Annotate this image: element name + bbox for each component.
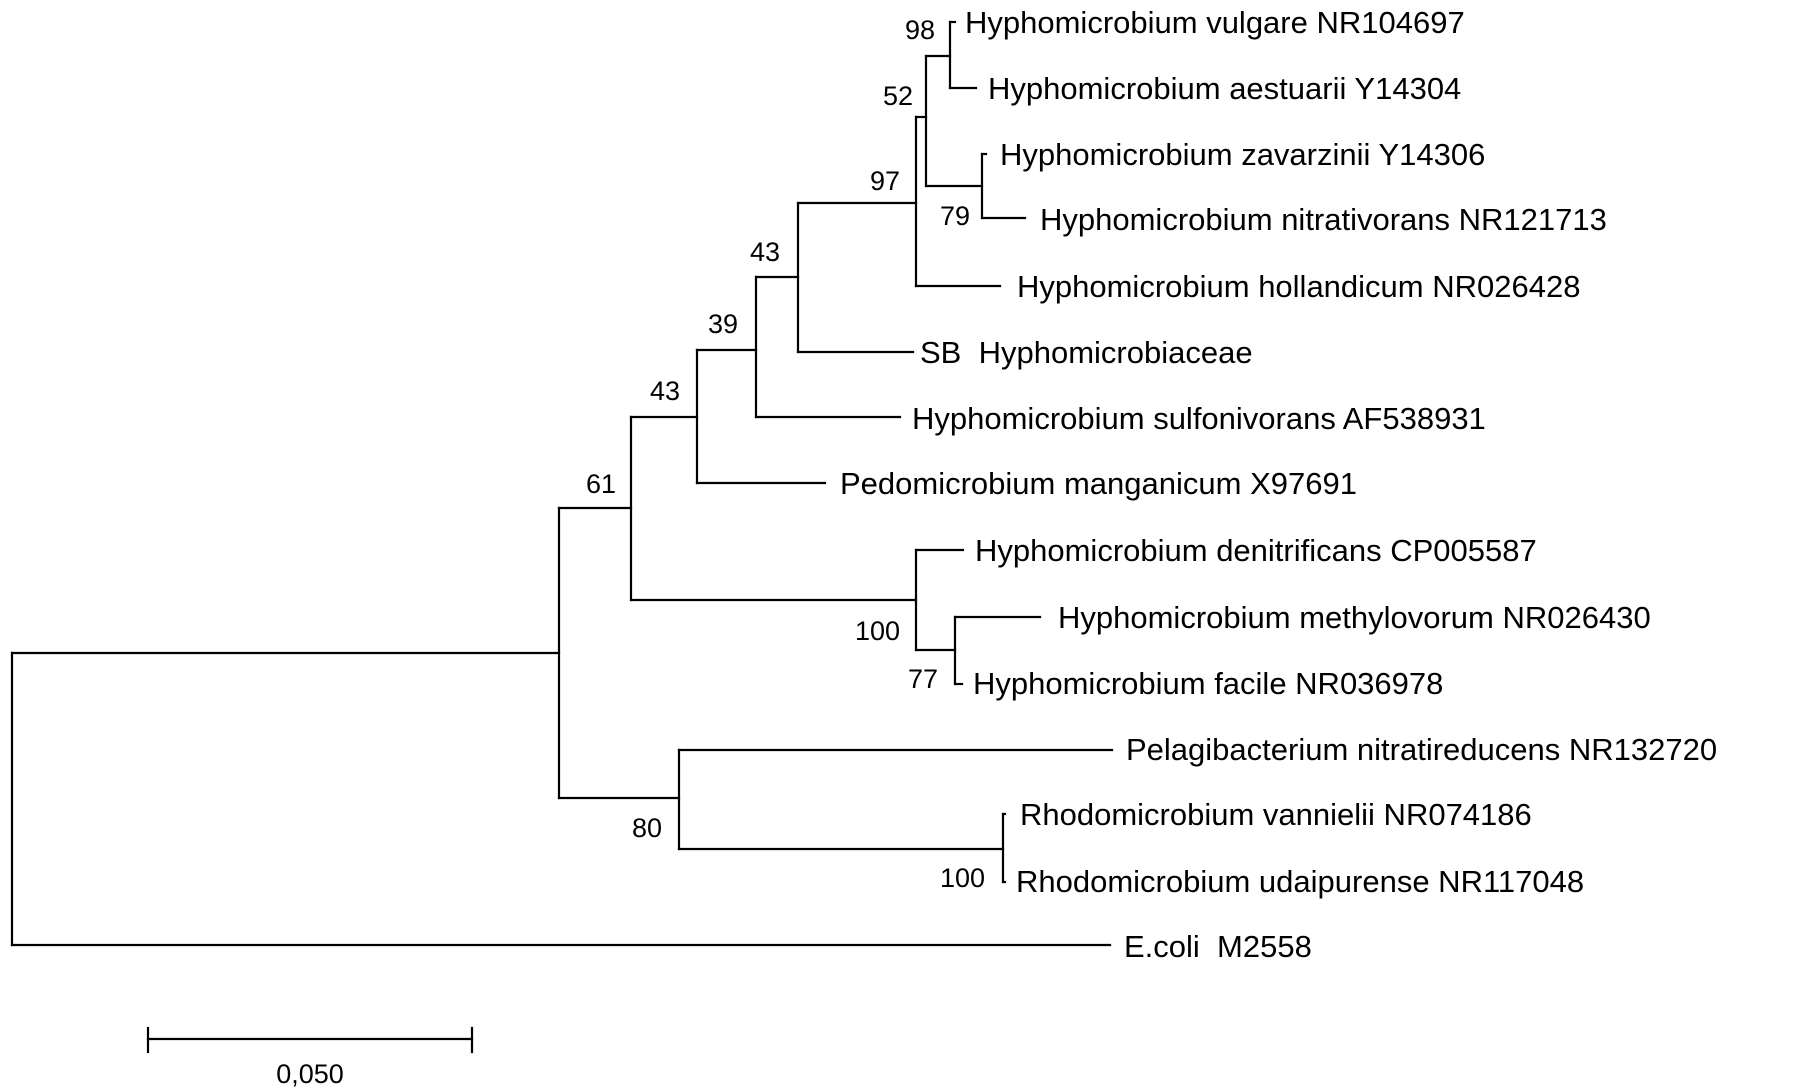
scale-bar-label: 0,050 [276, 1059, 344, 1089]
tree-branches [10, 20, 1114, 947]
support-values: 98 52 79 97 43 39 43 61 100 77 80 100 [586, 15, 985, 893]
support-value: 80 [632, 813, 662, 843]
taxon-labels: Hyphomicrobium vulgare NR104697 Hyphomic… [840, 5, 1717, 964]
taxon-label: Hyphomicrobium nitrativorans NR121713 [1040, 202, 1607, 237]
taxon-label: Hyphomicrobium zavarzinii Y14306 [1000, 137, 1485, 172]
support-value: 61 [586, 469, 616, 499]
support-value: 79 [940, 201, 970, 231]
scale-bar: 0,050 [146, 1026, 474, 1089]
support-value: 98 [905, 15, 935, 45]
taxon-label: Hyphomicrobium denitrificans CP005587 [975, 533, 1537, 568]
support-value: 43 [750, 237, 780, 267]
taxon-label: Pelagibacterium nitratireducens NR132720 [1126, 732, 1717, 767]
taxon-label: Hyphomicrobium aestuarii Y14304 [988, 71, 1461, 106]
taxon-label: Rhodomicrobium vannielii NR074186 [1020, 797, 1532, 832]
taxon-label: Hyphomicrobium hollandicum NR026428 [1017, 269, 1580, 304]
support-value: 52 [883, 81, 913, 111]
taxon-label: SB Hyphomicrobiaceae [920, 335, 1253, 370]
taxon-label: Hyphomicrobium facile NR036978 [973, 666, 1443, 701]
support-value: 97 [870, 166, 900, 196]
support-value: 100 [855, 616, 900, 646]
taxon-label: Hyphomicrobium methylovorum NR026430 [1058, 600, 1651, 635]
taxon-label: Hyphomicrobium vulgare NR104697 [965, 5, 1465, 40]
taxon-label: Hyphomicrobium sulfonivorans AF538931 [912, 401, 1486, 436]
support-value: 100 [940, 863, 985, 893]
support-value: 39 [708, 309, 738, 339]
taxon-label: Rhodomicrobium udaipurense NR117048 [1016, 864, 1584, 899]
support-value: 43 [650, 376, 680, 406]
taxon-label: E.coli M2558 [1124, 929, 1312, 964]
support-value: 77 [908, 664, 938, 694]
taxon-label: Pedomicrobium manganicum X97691 [840, 466, 1357, 501]
